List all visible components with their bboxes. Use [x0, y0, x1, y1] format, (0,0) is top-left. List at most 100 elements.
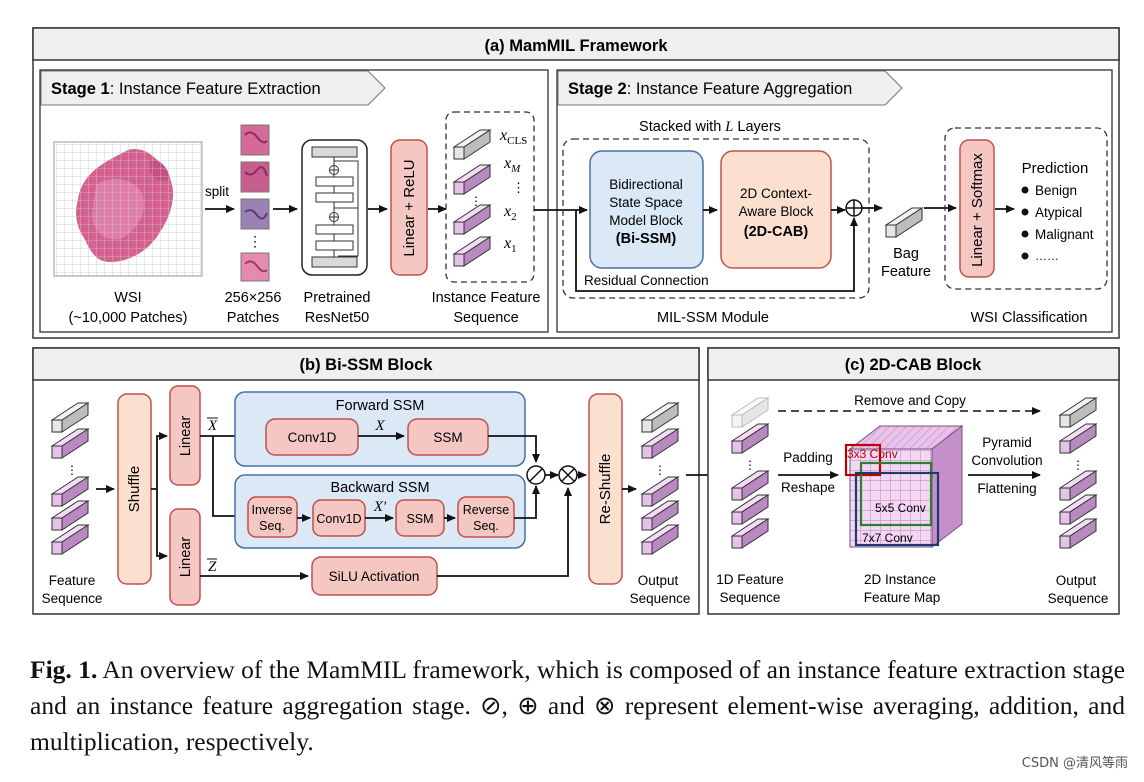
residual-connection-path — [575, 210, 858, 292]
bissm-output-label: Output — [638, 573, 679, 588]
conv7-label: 7x7 Conv — [862, 531, 913, 545]
shuffle-label: Shuffle — [126, 466, 143, 512]
conv3-label: 3x3 Conv — [847, 447, 898, 461]
linear-top-label: Linear — [178, 416, 194, 456]
instance-token-cubes — [452, 164, 492, 267]
backward-ssm-label: Backward SSM — [330, 480, 429, 496]
remove-copy-label: Remove and Copy — [854, 393, 966, 408]
panel-c-title: (c) 2D-CAB Block — [845, 356, 982, 374]
csdn-watermark: CSDN @清风等雨 — [1021, 756, 1128, 771]
resnet50-block — [301, 139, 368, 276]
instance-seq-sub-label: Sequence — [453, 310, 518, 326]
mammil-diagram: (a) MamMIL Framework Stage 1: Instance F… — [32, 27, 1120, 615]
class-atypical: Atypical — [1035, 205, 1082, 220]
map2d-label: 2D Instance — [864, 572, 936, 587]
bi-ssm-line2: State Space — [609, 195, 683, 210]
cab-line2: Aware Block — [739, 204, 814, 219]
inverse-seq-line1: Inverse — [252, 503, 293, 517]
class-more: …… — [1035, 249, 1059, 263]
x-dots: ⋮ — [512, 180, 525, 195]
bi-ssm-bold: (Bi-SSM) — [616, 231, 677, 247]
bissm-feature-seq-label: Feature — [49, 573, 96, 588]
cab-output-label: Output — [1056, 573, 1097, 588]
bissm-input-cubes — [50, 402, 90, 555]
forward-conv1d-label: Conv1D — [288, 430, 337, 445]
backward-conv1d-label: Conv1D — [316, 512, 361, 526]
resnet-sub-label: ResNet50 — [305, 310, 369, 326]
forward-x-label: X — [374, 418, 385, 434]
prediction-label: Prediction — [1022, 160, 1089, 177]
instance-sequence-box — [445, 111, 535, 283]
feature-map-cube — [844, 424, 964, 549]
bissm-output-dots: ⋮ — [654, 463, 666, 477]
patches-label: 256×256 — [225, 290, 282, 306]
forward-ssm-block-label: SSM — [433, 430, 462, 445]
bi-ssm-line3: Model Block — [609, 213, 683, 228]
panel-a: (a) MamMIL Framework Stage 1: Instance F… — [32, 27, 1120, 339]
z-bar-label: Z — [208, 559, 217, 575]
bag-feature-cube — [884, 207, 924, 238]
bissm-feature-seq-sub-label: Sequence — [42, 591, 103, 606]
cab-output-sub-label: Sequence — [1048, 591, 1109, 606]
panel-c: (c) 2D-CAB Block ⋮ 1D Feature Sequence R… — [707, 347, 1120, 615]
reshape-label: Reshape — [781, 480, 835, 495]
linear-softmax-block — [959, 139, 995, 278]
wsi-label: WSI — [114, 290, 141, 306]
flattening-label: Flattening — [977, 481, 1036, 496]
cls-token-cube — [452, 129, 492, 160]
bissm-output-cubes — [640, 402, 680, 555]
cab-input-dots: ⋮ — [744, 458, 756, 472]
inverse-seq-line2: Seq. — [259, 519, 285, 533]
bi-ssm-line1: Bidirectional — [609, 177, 683, 192]
wsi-classification-box — [944, 127, 1108, 290]
resnet-label: Pretrained — [304, 290, 371, 306]
figure-caption: Fig. 1. An overview of the MamMIL framew… — [30, 652, 1125, 760]
reverse-seq-block — [457, 496, 515, 538]
residual-label: Residual Connection — [584, 273, 709, 288]
cab-bold: (2D-CAB) — [744, 224, 809, 240]
mil-ssm-label: MIL-SSM Module — [657, 310, 769, 326]
instance-dots: ⋮ — [470, 194, 482, 208]
forward-ssm-label: Forward SSM — [336, 398, 425, 414]
pyramid-label2: Convolution — [971, 453, 1042, 468]
reverse-seq-line1: Reverse — [463, 503, 510, 517]
panel-b-title: (b) Bi-SSM Block — [300, 356, 434, 374]
reshuffle-label: Re-Shuffle — [597, 454, 614, 525]
mil-ssm-dashed-region — [562, 138, 870, 299]
linear-bottom-label: Linear — [178, 537, 194, 577]
linear-relu-block — [390, 139, 428, 276]
x-bar-label: X — [207, 418, 218, 434]
class-benign: Benign — [1035, 183, 1077, 198]
cab-input-cubes — [730, 397, 770, 549]
x-m-label: xM — [503, 155, 521, 175]
x-prime-label: X′ — [373, 499, 387, 515]
cab-output-dots: ⋮ — [1072, 458, 1084, 472]
stage2-banner — [557, 70, 903, 106]
linear-relu-label: Linear + ReLU — [401, 159, 418, 256]
backward-ssm-container — [234, 474, 526, 549]
caption-text: An overview of the MamMIL framework, whi… — [30, 655, 1125, 756]
wsi-image — [53, 141, 203, 277]
map2d-sub-label: Feature Map — [864, 590, 941, 605]
panel-a-title: (a) MamMIL Framework — [484, 37, 668, 55]
forward-conv1d-block — [265, 418, 359, 456]
instance-seq-label: Instance Feature — [432, 290, 541, 306]
class-malignant: Malignant — [1035, 227, 1094, 242]
forward-ssm-block — [407, 418, 489, 456]
stacked-layers-label: Stacked with L Layers — [639, 119, 781, 135]
inverse-seq-block — [247, 496, 298, 538]
wsi-classification-label: WSI Classification — [971, 310, 1088, 326]
stage1-heading: Stage 1: Instance Feature Extraction — [51, 80, 321, 98]
stage1-banner — [40, 70, 386, 106]
x-cls-label: xCLS — [499, 127, 527, 147]
x-1-label: x1 — [503, 235, 517, 255]
caption-fig-label: Fig. 1. — [30, 655, 98, 684]
bissm-input-dots: ⋮ — [66, 463, 78, 477]
seq1d-sub-label: Sequence — [720, 590, 781, 605]
conv5-label: 5x5 Conv — [875, 501, 926, 515]
cab-line1: 2D Context- — [740, 186, 812, 201]
backward-ssm-block-label: SSM — [406, 512, 433, 526]
linear-softmax-label: Linear + Softmax — [969, 153, 986, 267]
patches-sub-label: Patches — [227, 310, 279, 326]
bag-label: Bag — [893, 246, 919, 262]
